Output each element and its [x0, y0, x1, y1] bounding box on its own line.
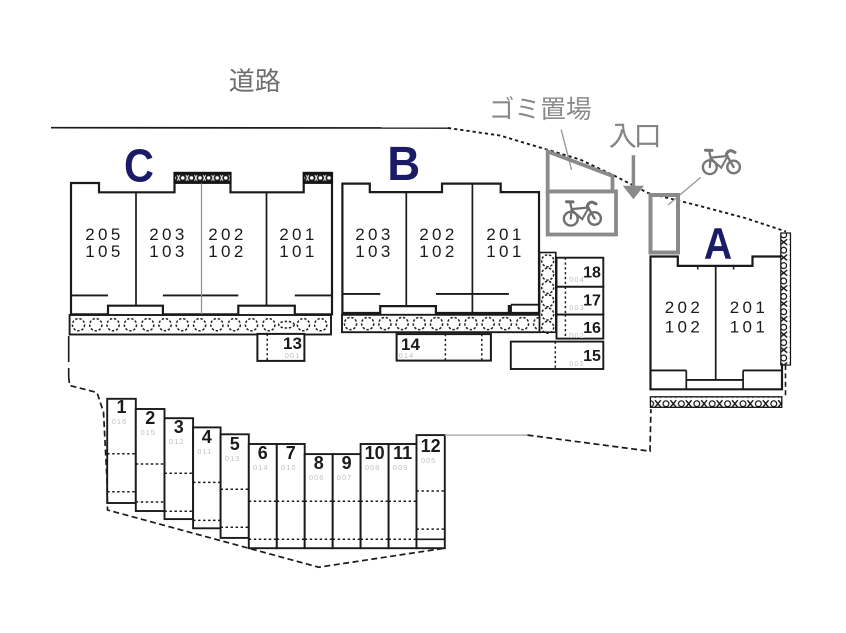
svg-text:011: 011: [197, 447, 212, 456]
svg-text:007: 007: [337, 473, 353, 482]
svg-text:A: A: [704, 219, 732, 269]
svg-text:101: 101: [730, 317, 769, 336]
svg-text:13: 13: [283, 334, 302, 353]
svg-text:016: 016: [112, 417, 128, 426]
svg-text:105: 105: [85, 242, 124, 261]
svg-text:103: 103: [355, 242, 394, 261]
svg-text:9: 9: [342, 453, 352, 473]
svg-text:1: 1: [116, 397, 126, 417]
svg-text:013: 013: [225, 454, 241, 463]
svg-text:102: 102: [665, 317, 704, 336]
svg-text:202: 202: [665, 298, 704, 317]
svg-text:2: 2: [145, 408, 155, 428]
svg-text:102: 102: [419, 242, 458, 261]
svg-text:201: 201: [279, 225, 318, 244]
svg-text:008: 008: [365, 463, 381, 472]
svg-text:14: 14: [401, 335, 420, 354]
svg-text:205: 205: [85, 225, 124, 244]
svg-text:004: 004: [569, 275, 585, 284]
svg-text:006: 006: [309, 473, 325, 482]
svg-text:003: 003: [569, 303, 585, 312]
svg-text:001: 001: [569, 359, 585, 368]
svg-text:7: 7: [286, 443, 296, 463]
svg-text:201: 201: [486, 225, 525, 244]
svg-text:101: 101: [486, 242, 525, 261]
svg-text:4: 4: [202, 427, 212, 447]
svg-text:18: 18: [583, 265, 601, 282]
svg-text:012: 012: [169, 437, 185, 446]
svg-text:101: 101: [279, 242, 318, 261]
svg-text:009: 009: [393, 463, 409, 472]
svg-text:203: 203: [355, 225, 394, 244]
svg-text:202: 202: [419, 225, 458, 244]
svg-text:002: 002: [569, 331, 585, 340]
svg-text:11: 11: [393, 443, 412, 463]
svg-text:103: 103: [149, 242, 188, 261]
svg-text:5: 5: [230, 434, 240, 454]
svg-text:102: 102: [208, 242, 247, 261]
svg-text:16: 16: [583, 320, 601, 337]
svg-text:12: 12: [421, 436, 441, 456]
svg-text:010: 010: [281, 463, 297, 472]
svg-text:3: 3: [174, 417, 184, 437]
svg-text:8: 8: [314, 453, 324, 473]
svg-text:203: 203: [149, 225, 188, 244]
svg-text:10: 10: [365, 443, 385, 463]
svg-text:17: 17: [583, 293, 601, 310]
svg-text:202: 202: [208, 225, 247, 244]
svg-text:001: 001: [285, 351, 301, 360]
svg-text:015: 015: [140, 428, 156, 437]
svg-text:201: 201: [730, 298, 769, 317]
svg-text:014: 014: [253, 463, 269, 472]
svg-text:014: 014: [399, 351, 415, 360]
svg-text:C: C: [124, 141, 154, 193]
svg-text:005: 005: [421, 456, 437, 465]
svg-text:15: 15: [583, 348, 601, 365]
svg-text:6: 6: [258, 443, 268, 463]
svg-text:B: B: [387, 137, 420, 190]
